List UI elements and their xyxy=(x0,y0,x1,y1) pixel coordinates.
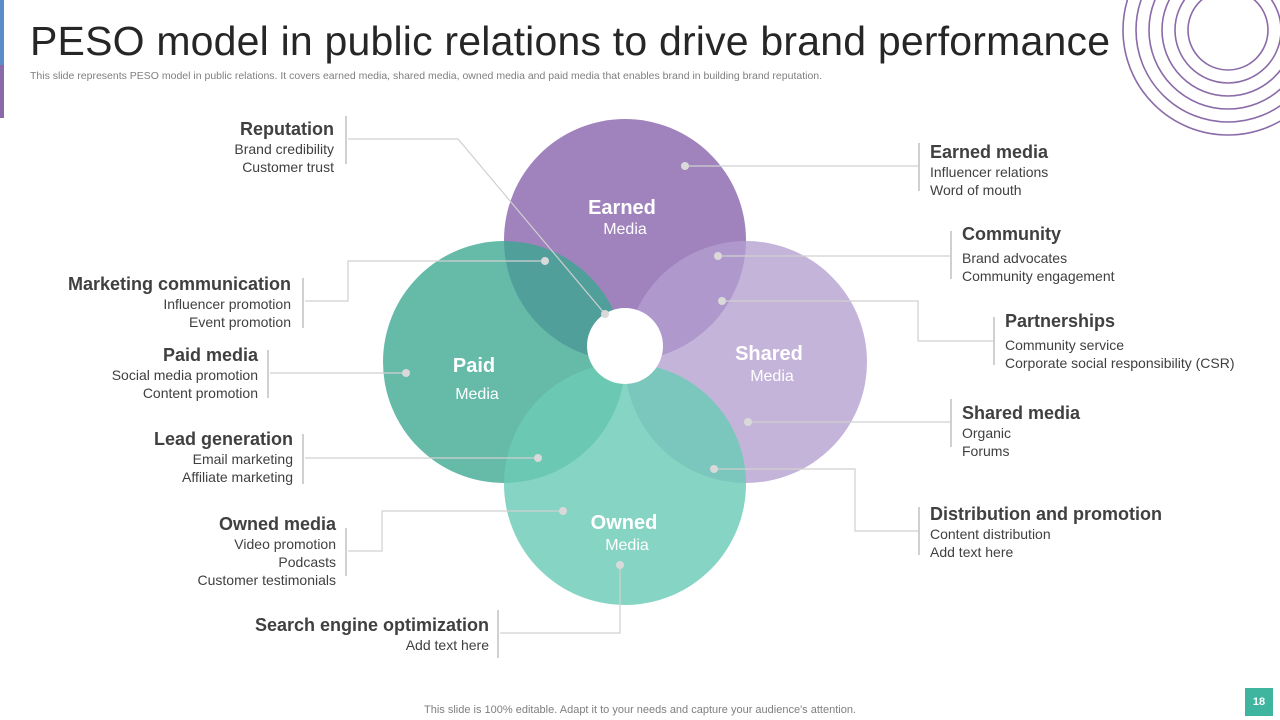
footer-note: This slide is 100% editable. Adapt it to… xyxy=(424,704,856,716)
bar-partnerships xyxy=(993,317,995,365)
label-item: Event promotion xyxy=(189,314,291,330)
label-heading: Reputation xyxy=(240,119,334,139)
bar-community xyxy=(950,231,952,279)
label-marketing-communication: Marketing communication Influencer promo… xyxy=(68,273,291,331)
label-item: Content promotion xyxy=(142,385,258,401)
connector-dots xyxy=(402,162,752,569)
label-heading: Lead generation xyxy=(153,429,293,449)
label-item: Add text here xyxy=(930,544,1014,560)
label-item: Influencer promotion xyxy=(163,296,291,312)
label-item: Add text here xyxy=(405,637,489,653)
label-heading: Earned media xyxy=(930,142,1049,162)
label-item: Influencer relations xyxy=(930,164,1049,180)
bar-marketing xyxy=(302,278,304,328)
label-heading: Owned media xyxy=(218,514,336,534)
paid-sub: Media xyxy=(455,386,499,403)
label-distribution: Distribution and promotion Content distr… xyxy=(930,503,1162,561)
label-community: Community Brand advocates Community enga… xyxy=(962,223,1115,285)
bar-lead xyxy=(302,434,304,484)
label-seo: Search engine optimization Add text here xyxy=(255,614,489,654)
label-earned-media: Earned media Influencer relations Word o… xyxy=(930,141,1048,199)
label-item: Corporate social responsibility (CSR) xyxy=(1005,355,1235,371)
label-item: Customer trust xyxy=(242,159,334,175)
label-item: Podcasts xyxy=(278,554,336,570)
bar-shared-media xyxy=(950,399,952,447)
label-heading: Marketing communication xyxy=(67,274,291,294)
label-item: Email marketing xyxy=(192,451,293,467)
bar-owned-media xyxy=(345,528,347,576)
label-item: Organic xyxy=(962,425,1012,441)
label-item: Affiliate marketing xyxy=(181,469,293,485)
label-heading: Distribution and promotion xyxy=(930,504,1162,524)
bar-reputation xyxy=(345,116,347,164)
label-item: Brand credibility xyxy=(234,141,334,157)
label-heading: Paid media xyxy=(162,345,258,365)
page-number-badge: 18 xyxy=(1245,688,1273,716)
owned-circle xyxy=(504,363,746,605)
bar-paid-media xyxy=(267,350,269,398)
label-lead-generation: Lead generation Email marketing Affiliat… xyxy=(154,428,293,486)
label-item: Forums xyxy=(962,443,1010,459)
label-heading: Community xyxy=(962,224,1061,244)
label-item: Social media promotion xyxy=(111,367,258,383)
label-shared-media: Shared media Organic Forums xyxy=(962,402,1080,460)
paid-title: Paid xyxy=(453,355,495,377)
earned-sub: Media xyxy=(603,221,647,238)
decorative-arcs xyxy=(1122,0,1280,136)
label-item: Brand advocates xyxy=(962,250,1068,266)
bar-earned-media xyxy=(918,143,920,191)
label-item: Community engagement xyxy=(962,268,1115,284)
connector-lines xyxy=(270,138,995,634)
label-item: Customer testimonials xyxy=(197,572,337,588)
page-title: PESO model in public relations to drive … xyxy=(30,18,1111,64)
page-subtitle: This slide represents PESO model in publ… xyxy=(30,70,823,82)
label-partnerships: Partnerships Community service Corporate… xyxy=(1005,310,1235,372)
owned-title: Owned xyxy=(591,512,658,534)
owned-sub: Media xyxy=(605,537,649,554)
label-item: Content distribution xyxy=(930,526,1051,542)
label-heading: Partnerships xyxy=(1005,311,1116,331)
label-item: Word of mouth xyxy=(930,182,1022,198)
label-paid-media: Paid media Social media promotion Conten… xyxy=(112,344,258,402)
label-heading: Shared media xyxy=(962,403,1081,423)
shared-title: Shared xyxy=(735,343,803,365)
earned-title: Earned xyxy=(588,197,656,219)
bar-seo xyxy=(497,610,499,658)
label-item: Video promotion xyxy=(234,536,336,552)
label-heading: Search engine optimization xyxy=(254,615,489,635)
bar-distribution xyxy=(918,507,920,555)
label-reputation: Reputation Brand credibility Customer tr… xyxy=(234,118,334,176)
accent-bar xyxy=(0,0,4,118)
center-circle xyxy=(587,308,663,384)
label-item: Community service xyxy=(1005,337,1125,353)
shared-sub: Media xyxy=(750,368,794,385)
label-owned-media: Owned media Video promotion Podcasts Cus… xyxy=(198,513,337,589)
